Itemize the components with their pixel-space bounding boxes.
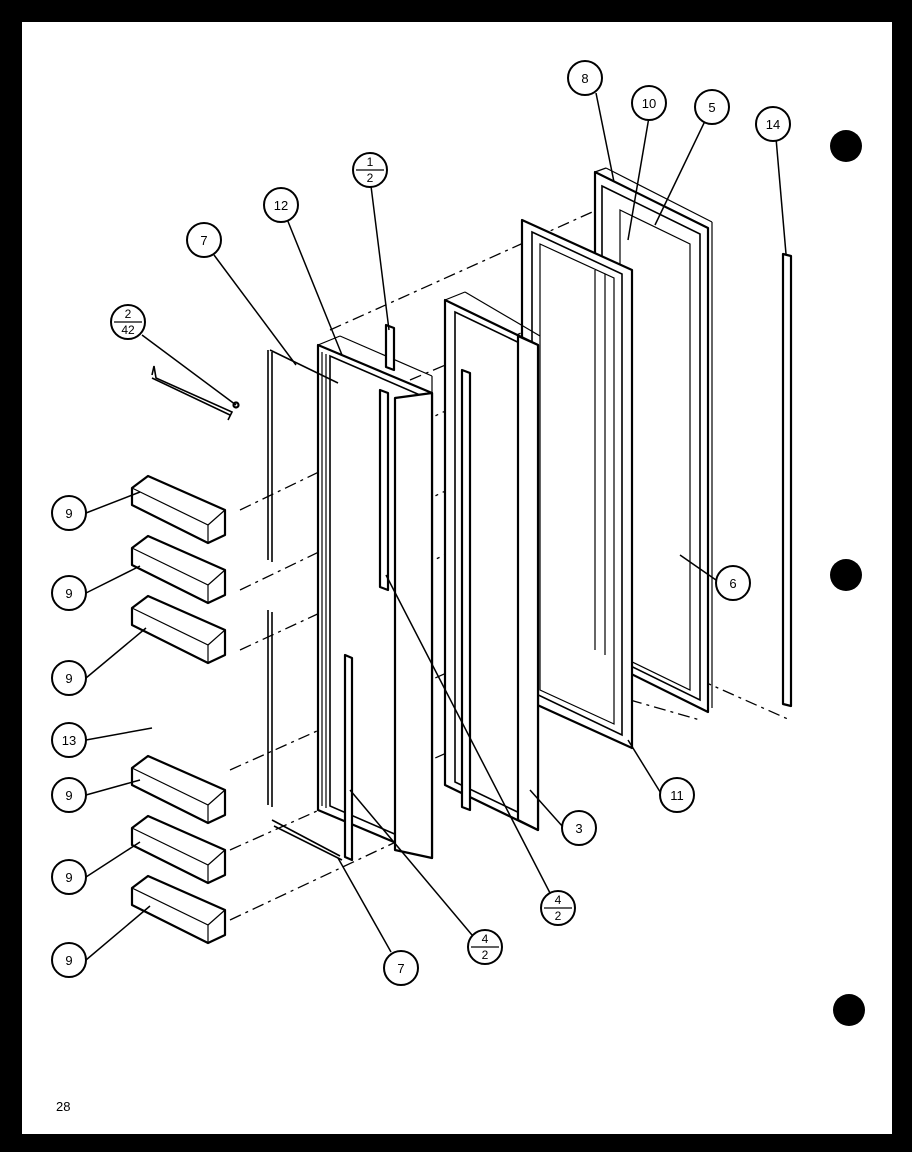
callout-9-a-label: 9 xyxy=(65,506,72,521)
callout-9-b-label: 9 xyxy=(65,586,72,601)
callout-6-label: 6 xyxy=(729,576,736,591)
callout-4-2-right-top: 4 xyxy=(555,893,562,907)
callout-6: 6 xyxy=(715,565,751,601)
callout-5-label: 5 xyxy=(708,100,715,115)
callout-9-a: 9 xyxy=(51,495,87,531)
callout-11-label: 11 xyxy=(670,788,684,803)
leader-lines xyxy=(85,92,787,961)
callout-1-2: 1 2 xyxy=(352,152,388,188)
page-number: 28 xyxy=(56,1099,71,1114)
callout-9-e-label: 9 xyxy=(65,870,72,885)
callout-7-top-label: 7 xyxy=(200,233,207,248)
callout-5: 5 xyxy=(694,89,730,125)
inner-vertical-bars xyxy=(343,388,390,862)
callout-13-label: 13 xyxy=(62,733,76,748)
callout-10-label: 10 xyxy=(642,96,656,111)
side-trim-strip xyxy=(781,252,793,708)
callout-8: 8 xyxy=(567,60,603,96)
callout-9-b: 9 xyxy=(51,575,87,611)
callout-4-2-right-bottom: 2 xyxy=(555,909,562,923)
callout-9-c: 9 xyxy=(51,660,87,696)
callout-8-label: 8 xyxy=(581,71,588,86)
callout-14: 14 xyxy=(755,106,791,142)
callout-14-label: 14 xyxy=(766,117,780,132)
callout-13: 13 xyxy=(51,722,87,758)
callout-10: 10 xyxy=(631,85,667,121)
callout-9-f: 9 xyxy=(51,942,87,978)
callout-12: 12 xyxy=(263,187,299,223)
callout-7-top: 7 xyxy=(186,222,222,258)
callout-2-42-bottom: 42 xyxy=(121,323,135,337)
callout-4-2-left-bottom: 2 xyxy=(482,948,489,962)
callout-9-c-label: 9 xyxy=(65,671,72,686)
callout-7-bottom: 7 xyxy=(383,950,419,986)
callout-1-2-bottom: 2 xyxy=(367,171,374,185)
door-shelf-bins xyxy=(130,474,227,945)
callout-9-d: 9 xyxy=(51,777,87,813)
callout-9-e: 9 xyxy=(51,859,87,895)
liner-vertical-bar xyxy=(460,368,472,812)
inner-door-box xyxy=(316,335,434,860)
top-vertical-bar xyxy=(384,323,396,372)
binder-hole-top xyxy=(830,130,862,162)
callout-11: 11 xyxy=(659,777,695,813)
wire-retainer xyxy=(151,365,234,421)
callout-2-42: 2 42 xyxy=(110,304,146,340)
shelf-retainer-rails xyxy=(267,349,343,861)
exploded-door-diagram: 8 10 5 14 12 7 1 2 2 42 9 9 9 xyxy=(51,60,865,1026)
callout-4-2-left-top: 4 xyxy=(482,932,489,946)
liner-frame xyxy=(443,291,541,832)
callout-12-label: 12 xyxy=(274,198,288,213)
callout-2-42-top: 2 xyxy=(125,307,132,321)
callout-7-bottom-label: 7 xyxy=(397,961,404,976)
callout-3-label: 3 xyxy=(575,821,582,836)
callout-1-2-top: 1 xyxy=(367,155,374,169)
parts-sheet: 8 10 5 14 12 7 1 2 2 42 9 9 9 xyxy=(22,22,892,1134)
binder-hole-bottom xyxy=(833,994,865,1026)
callout-3: 3 xyxy=(561,810,597,846)
binder-hole-middle xyxy=(830,559,862,591)
callout-9-f-label: 9 xyxy=(65,953,72,968)
callout-4-2-left: 4 2 xyxy=(467,929,503,965)
callout-4-2-right: 4 2 xyxy=(540,890,576,926)
callout-9-d-label: 9 xyxy=(65,788,72,803)
